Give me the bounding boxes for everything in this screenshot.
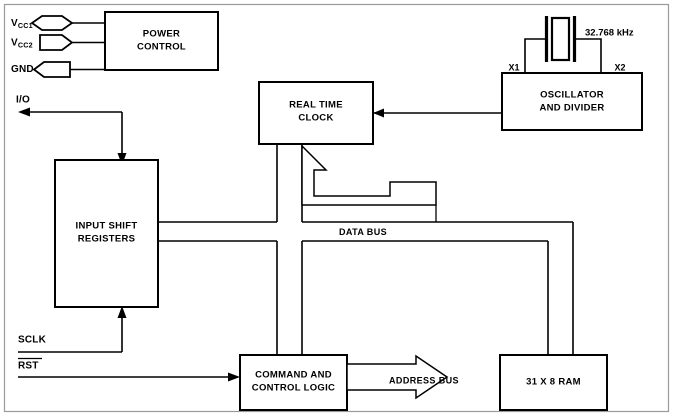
oscillator-block[interactable] bbox=[501, 72, 643, 131]
real-time-clock-label-line1: REAL TIME bbox=[289, 100, 343, 111]
power-control-block[interactable] bbox=[104, 11, 219, 71]
sclk-label: SCLK bbox=[18, 335, 47, 346]
crystal-lead-x1 bbox=[524, 38, 547, 73]
gnd-label: GND bbox=[11, 64, 34, 75]
rst-label: RST bbox=[18, 361, 39, 372]
vcc2-label-subscript: CC2 bbox=[18, 40, 33, 49]
address-bus-label: ADDRESS BUS bbox=[389, 375, 459, 385]
vcc2-label-base: V bbox=[11, 37, 18, 48]
power-control-label-line1: POWER bbox=[143, 29, 180, 40]
x1-terminal-label: X1 bbox=[508, 62, 519, 72]
oscillator-label-line2: AND DIVIDER bbox=[539, 103, 604, 114]
real-time-clock-block[interactable] bbox=[258, 81, 374, 145]
input-shift-registers-block[interactable] bbox=[54, 159, 159, 308]
command-logic-to-rtc-bus-arrow bbox=[301, 144, 437, 206]
io-arrowhead-out bbox=[18, 107, 30, 117]
vcc1-label-base: V bbox=[11, 18, 18, 29]
vcc2-label: VCC2 bbox=[11, 37, 33, 49]
ram-block[interactable] bbox=[499, 354, 608, 411]
data-bus-label: DATA BUS bbox=[339, 227, 387, 237]
power-control-label-line2: CONTROL bbox=[137, 42, 186, 53]
rst-arrowhead bbox=[228, 372, 240, 382]
vcc1-label: VCC1 bbox=[11, 18, 33, 30]
gnd-pin-symbol bbox=[32, 61, 71, 78]
command-control-label-line2: CONTROL LOGIC bbox=[252, 383, 335, 394]
vcc1-label-subscript: CC1 bbox=[18, 21, 33, 30]
real-time-clock-label-line2: CLOCK bbox=[298, 113, 333, 124]
command-control-logic-block[interactable] bbox=[239, 354, 348, 411]
crystal-frequency-label: 32.768 kHz bbox=[585, 28, 634, 39]
crystal-body bbox=[550, 16, 571, 62]
x2-terminal-label: X2 bbox=[614, 62, 625, 72]
sclk-arrowhead bbox=[117, 306, 127, 318]
input-shift-registers-label-line2: REGISTERS bbox=[78, 234, 136, 245]
oscillator-label-line1: OSCILLATOR bbox=[540, 90, 604, 101]
oscillator-to-rtc-arrowhead bbox=[373, 108, 384, 118]
vcc2-pin-symbol bbox=[39, 34, 74, 51]
ram-label: 31 X 8 RAM bbox=[526, 377, 581, 388]
crystal-lead-x2 bbox=[574, 38, 602, 73]
input-shift-registers-label-line1: INPUT SHIFT bbox=[76, 221, 138, 232]
address-bus-arrow bbox=[346, 354, 449, 400]
vcc1-pin-symbol bbox=[30, 15, 74, 31]
page-frame bbox=[3, 3, 670, 413]
io-label: I/O bbox=[16, 95, 30, 106]
command-control-label-line1: COMMAND AND bbox=[255, 370, 332, 381]
